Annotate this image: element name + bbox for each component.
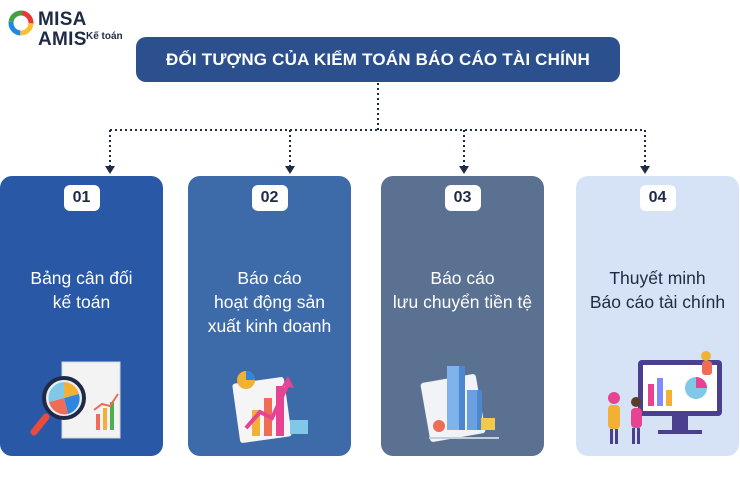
arrow-down-icon — [105, 166, 115, 174]
card-label-line: Báo cáo — [430, 268, 495, 288]
card-financial-notes: 04 Thuyết minh Báo cáo tài chính — [576, 176, 739, 456]
card-label: Báo cáo lưu chuyển tiền tệ — [389, 266, 536, 314]
team-dashboard-icon — [608, 351, 722, 444]
card-label-line: Báo cáo tài chính — [589, 292, 726, 312]
logo-ring-icon — [8, 10, 34, 36]
card-income-statement: 02 Báo cáo hoạt động sản xuất kinh doanh — [188, 176, 351, 456]
growth-chart-icon — [232, 371, 308, 443]
card-label-line: kế toán — [52, 292, 111, 312]
arrow-down-icon — [459, 166, 469, 174]
card-number: 02 — [251, 185, 288, 211]
card-number: 03 — [444, 185, 481, 211]
diagram-title: ĐỐI TƯỢNG CỦA KIỂM TOÁN BÁO CÁO TÀI CHÍN… — [136, 37, 620, 82]
magnifier-report-icon — [30, 361, 121, 439]
misa-amis-logo: MISA AMIS Kế toán — [8, 8, 138, 50]
card-cash-flow: 03 Báo cáo lưu chuyển tiền tệ — [381, 176, 544, 456]
arrow-down-icon — [285, 166, 295, 174]
card-label: Thuyết minh Báo cáo tài chính — [584, 266, 731, 314]
card-number: 01 — [63, 185, 100, 211]
logo-brand-text: MISA AMIS — [38, 9, 87, 50]
logo-sub-text: Kế toán — [86, 31, 123, 42]
card-label: Bảng cân đối kế toán — [8, 266, 155, 314]
card-label-line: Thuyết minh — [609, 268, 706, 288]
card-label-line: hoạt động sản — [214, 292, 325, 312]
card-label-line: xuất kinh doanh — [207, 316, 332, 336]
card-label: Báo cáo hoạt động sản xuất kinh doanh — [196, 266, 343, 338]
card-number: 04 — [639, 185, 676, 211]
card-balance-sheet: 01 Bảng cân đối kế toán — [0, 176, 163, 456]
arrow-down-icon — [640, 166, 650, 174]
card-label-line: Báo cáo — [237, 268, 302, 288]
card-label-line: Bảng cân đối — [30, 268, 133, 288]
bar-report-icon — [420, 366, 499, 442]
card-label-line: lưu chuyển tiền tệ — [392, 292, 533, 312]
